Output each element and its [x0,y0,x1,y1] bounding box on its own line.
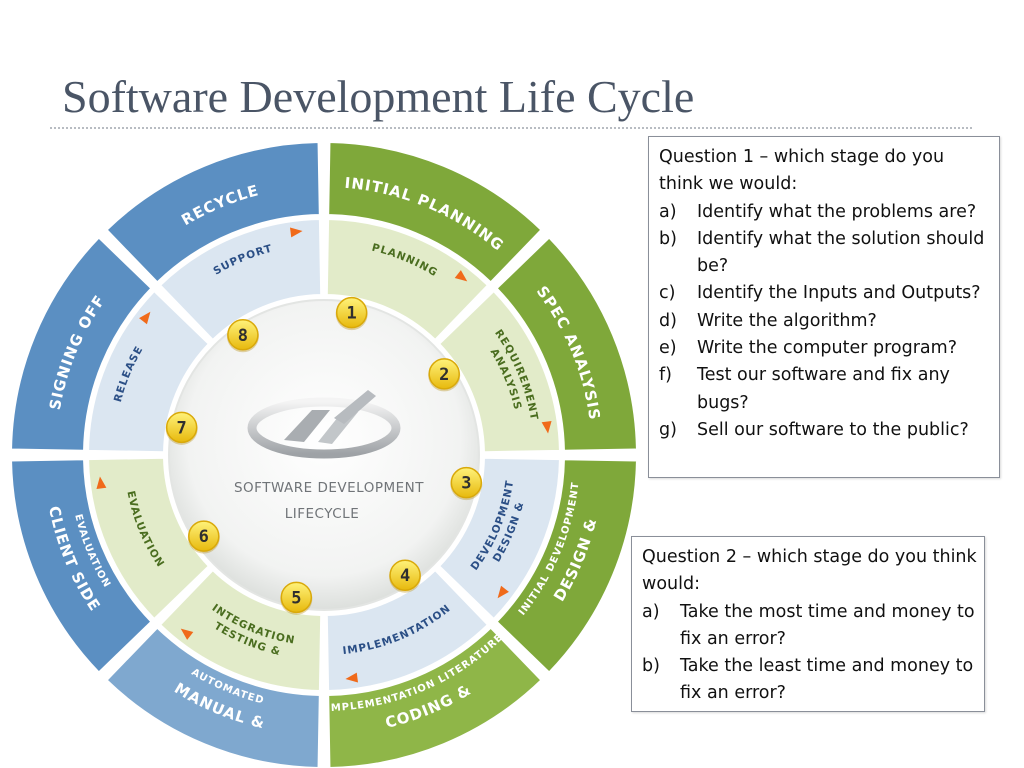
outer-segment [10,458,153,674]
inner-segment [158,218,323,342]
stage-number: 8 [238,326,248,346]
question-item-text: Write the computer program? [697,338,957,359]
stage-number: 5 [291,588,301,608]
question-item-text: Test our software and fix any bugs? [697,365,950,413]
question-item-text: Write the algorithm? [697,310,877,331]
outer-segment [105,141,321,284]
question-1-box: Question 1 – which stage do you think we… [648,136,1000,478]
inner-segment [158,568,323,692]
question-item: b) Take the least time and money to fix a… [642,653,978,708]
stage-number: 7 [177,418,187,438]
cycle-arrow-icon [345,672,358,683]
inner-ring [84,215,564,695]
question-item: a) Take the most time and money to fix an… [642,599,978,654]
cycle-arrow-icon [139,311,151,325]
outer-ring [10,141,638,768]
stage-badges: 1 2 3 4 5 6 7 8 [165,296,483,615]
stage-number-badge: 1 [335,296,368,331]
stage-number: 1 [347,304,357,324]
logo-icon [247,390,401,459]
cycle-arrow-icon [290,227,303,238]
question-item: d) Write the algorithm? [659,308,993,335]
center-hub: SOFTWARE DEVELOPMENT LIFECYCLE [168,299,480,611]
stage-number: 3 [461,474,471,494]
stage-number: 4 [400,566,410,586]
outer-segment [10,236,153,452]
cycle-arrow-icon [96,476,107,489]
question-item-text: Identify the Inputs and Outputs? [697,283,981,304]
question-item-letter: a) [642,601,660,622]
inner-segment [87,456,211,621]
outer-segment [495,236,638,452]
question-item-text: Identify what the solution should be? [697,228,985,277]
question-item-text: Take the most time and money to fix an e… [680,601,975,649]
cycle-arrow-icon [497,585,509,599]
question-item-letter: d) [659,310,677,331]
question-item-letter: e) [659,338,677,359]
cycle-arrow-icon [180,628,194,640]
inner-segment [437,456,561,621]
inner-segment [87,289,211,454]
slide-title: Software Development Life Cycle [62,71,695,122]
question-item: g) Sell our software to the public? [659,417,993,444]
question-item-letter: b) [659,228,677,249]
question-2-box: Question 2 – which stage do you think wo… [631,536,985,712]
question-item-text: Take the least time and money to fix an … [680,656,974,704]
question-item-letter: b) [642,656,660,677]
stage-number-badge: 2 [428,358,461,392]
cycle-arrow-icon [454,270,468,282]
question-item: f) Test our software and fix any bugs? [659,362,993,417]
question-item: e) Write the computer program? [659,335,993,362]
question-item: c) Identify the Inputs and Outputs? [659,280,993,307]
stage-number-badge: 6 [187,520,220,554]
ring-separator [84,215,564,695]
stage-number-badge: 7 [165,411,198,445]
inner-segment [325,218,490,342]
question-item: a) Identify what the problems are? [659,199,993,226]
center-title: SOFTWARE DEVELOPMENT [234,480,424,496]
center-subtitle: LIFECYCLE [285,506,359,522]
question-item-letter: a) [659,201,677,222]
question-item-letter: f) [659,365,672,386]
question-1-prompt: Question 1 – which stage do you think we… [659,147,945,195]
question-2-list: a) Take the most time and money to fix an… [642,599,978,708]
stage-number-badge: 4 [389,559,422,593]
title-divider [50,127,972,129]
question-item-letter: g) [659,419,677,440]
question-item-text: Sell our software to the public? [697,419,969,440]
question-1-list: a) Identify what the problems are? b) Ident… [659,199,993,445]
inner-segment [325,568,490,692]
stage-number-badge: 3 [450,466,483,501]
question-2-prompt: Question 2 – which stage do you think wo… [642,547,977,595]
stage-number: 6 [199,527,209,547]
question-item-text: Identify what the problems are? [697,201,977,222]
cycle-arrows [96,227,552,683]
question-item-letter: c) [659,283,676,304]
stage-number: 2 [439,365,449,385]
stage-number-badge: 8 [226,319,259,353]
question-item: b) Identify what the solution should be? [659,226,993,281]
stage-number-badge: 5 [280,581,313,615]
cycle-arrow-icon [541,421,552,434]
inner-segment [437,289,561,454]
